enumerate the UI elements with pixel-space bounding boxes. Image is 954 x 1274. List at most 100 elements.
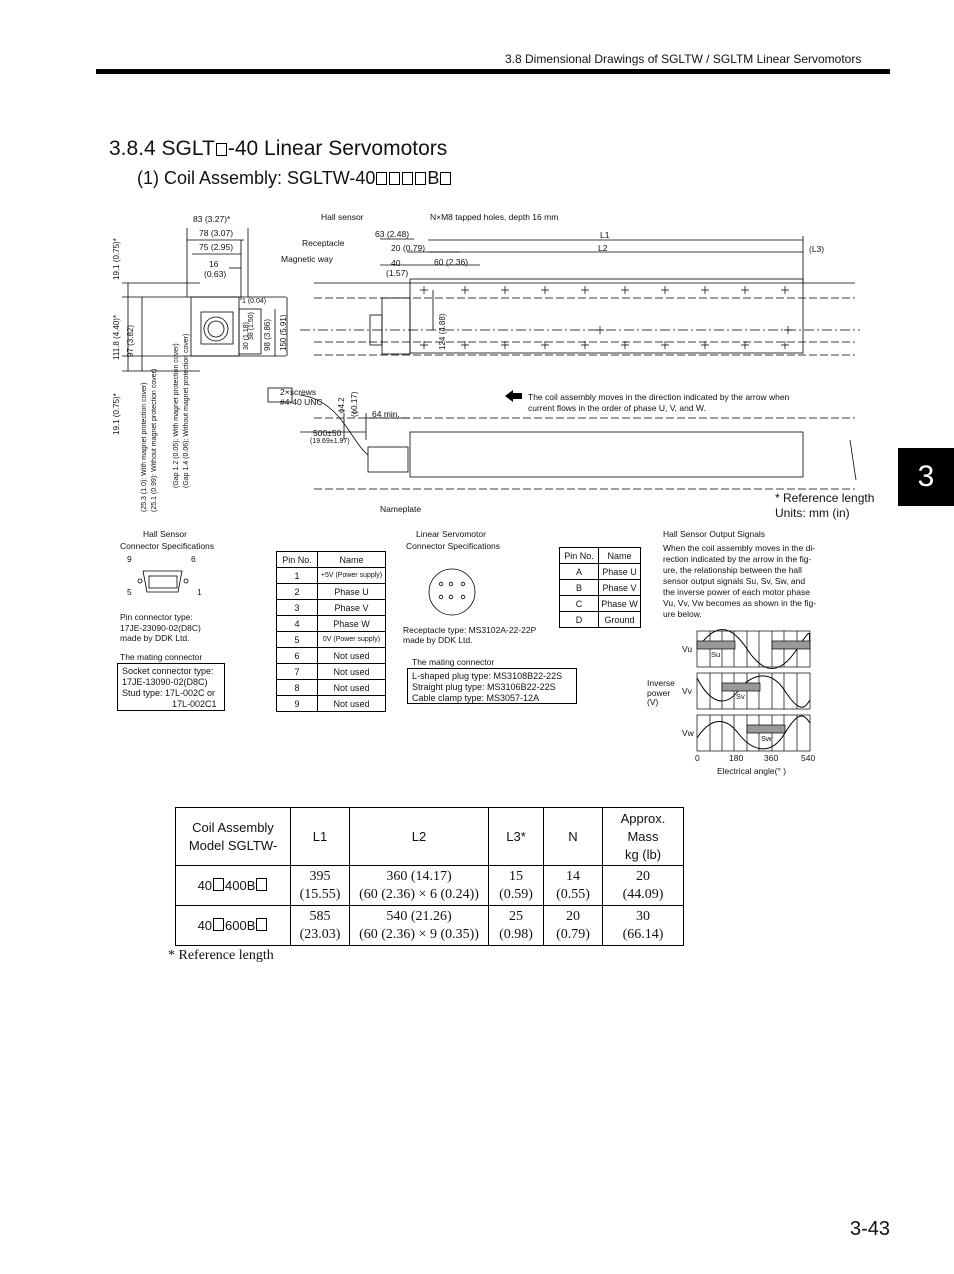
- table-footnote: * Reference length: [168, 948, 274, 963]
- dim-75: 75 (2.95): [199, 242, 234, 252]
- col-l3: L3*: [488, 807, 544, 866]
- dim-78: 78 (3.07): [199, 228, 234, 238]
- pin-connector-type-2: 17JE-23090-02(D8C): [120, 623, 201, 633]
- screws-label: 2×screws: [280, 387, 317, 397]
- dim-191-bot: 19.1 (0.75)*: [112, 393, 121, 435]
- dim-63: 63 (2.48): [375, 229, 410, 239]
- receptacle-label: Receptacle: [302, 238, 345, 248]
- inverse-label: Inverse: [647, 678, 675, 688]
- screws-label-2: #4-40 UNC: [280, 397, 323, 407]
- hall-connector-shape: [137, 570, 189, 593]
- dim-16b: (0.63): [204, 269, 227, 279]
- dim-30: 30 (1.18): [243, 321, 250, 350]
- header-rule: [96, 69, 890, 74]
- pin-connector-type: Pin connector type:: [120, 612, 193, 622]
- servo-connector-shape: [428, 568, 476, 616]
- gap-note-4: (Gap 1.4 (0.06): Without magnet protecti…: [183, 333, 190, 488]
- hall-mating-box: Socket connector type: 17JE-13090-02(D8C…: [117, 663, 225, 711]
- dim-124: 124 (4.88): [438, 313, 447, 350]
- sw-label: Sw: [761, 734, 772, 743]
- placeholder-box-icon: [402, 172, 414, 185]
- phi-label: ϕ4.2: [337, 397, 346, 413]
- angle-0: 0: [695, 753, 700, 763]
- dim-500: 500±50: [313, 428, 342, 438]
- col-l2: L2: [349, 807, 489, 866]
- dim-83: 83 (3.27)*: [193, 214, 231, 224]
- hall-connector-title-2: Connector Specifications: [120, 541, 215, 551]
- dim-60: 60 (2.36): [434, 257, 469, 267]
- dim-150: 150 (5.91): [279, 314, 288, 351]
- placeholder-box-icon: [415, 172, 427, 185]
- gap-note-1: (25.3 (1.0): With magnet protection cove…: [141, 382, 148, 512]
- gap-note-2: (25.1 (0.99): Without magnet protection …: [151, 368, 158, 512]
- gap-note-3: (Gap 1.2 (0.05): With magnet protection …: [173, 343, 180, 488]
- hall-connector-title: Hall Sensor: [143, 529, 187, 539]
- hall-sensor-label: Hall sensor: [321, 212, 364, 222]
- pin-5-label: 5: [127, 587, 132, 597]
- sv-label: Sv: [736, 692, 745, 701]
- pin-9-label: 9: [127, 554, 132, 564]
- col-n: N: [543, 807, 603, 866]
- su-label: Su: [711, 650, 721, 659]
- receptacle-type: Receptacle type: MS3102A-22-22P: [403, 625, 537, 635]
- dim-1: 1 (0.04): [242, 298, 267, 305]
- placeholder-box-icon: [215, 143, 227, 156]
- pin-connector-maker: made by DDK Ltd.: [120, 633, 190, 643]
- servo-mating-label: The mating connector: [412, 657, 495, 667]
- vv-label: Vv: [682, 686, 692, 696]
- angle-180: 180: [729, 753, 744, 763]
- dim-40: 40: [391, 258, 401, 268]
- pin-1-label: 1: [197, 587, 202, 597]
- hall-output-text: When the coil assembly moves in the di-r…: [663, 543, 817, 619]
- volt-label: (V): [647, 697, 659, 707]
- page-number: 3-43: [849, 1218, 890, 1240]
- phi-label-2: (ϕ0.17): [350, 391, 359, 417]
- dim-1118: 111.8 (4.40)*: [112, 314, 121, 360]
- servo-connector-title: Linear Servomotor: [416, 529, 486, 539]
- reference-length-note: * Reference length: [775, 491, 875, 505]
- servo-connector-title-2: Connector Specifications: [406, 541, 501, 551]
- hall-signal-waveforms: [696, 629, 811, 752]
- dim-191-top: 19.1 (0.75)*: [112, 238, 121, 280]
- tapped-holes-label: N×M8 tapped holes, depth 16 mm: [430, 212, 559, 222]
- dim-40b: (1.57): [386, 268, 409, 278]
- hall-mating-label: The mating connector: [120, 652, 203, 662]
- l3-label: (L3): [809, 244, 825, 254]
- hall-output-title: Hall Sensor Output Signals: [663, 529, 766, 539]
- arrow-note: The coil assembly moves in the direction…: [528, 392, 790, 402]
- nameplate-label: Nameplate: [380, 504, 422, 514]
- vu-label: Vu: [682, 644, 693, 654]
- angle-360: 360: [764, 753, 779, 763]
- magnetic-way-label: Magnetic way: [281, 254, 333, 264]
- angle-540: 540: [801, 753, 816, 763]
- electrical-angle-label: Electrical angle(° ): [717, 766, 787, 776]
- dim-97: 97 (3.82): [126, 324, 135, 357]
- dim-64: 64 min.: [372, 409, 400, 419]
- section-title: 3.8.4 SGLT-40 Linear Servomotors: [109, 137, 448, 160]
- chapter-tab: 3: [898, 448, 954, 506]
- vw-label: Vw: [682, 728, 694, 738]
- dim-20: 20 (0.79): [391, 243, 426, 253]
- placeholder-box-icon: [389, 172, 401, 185]
- l1-label: L1: [600, 230, 610, 240]
- col-l1: L1: [290, 807, 350, 866]
- running-header: 3.8 Dimensional Drawings of SGLTW / SGLT…: [505, 52, 862, 66]
- arrow-note-2: current flows in the order of phase U, V…: [528, 403, 706, 413]
- units-note: Units: mm (in): [775, 506, 850, 520]
- dim-98: 98 (3.86): [263, 318, 272, 351]
- receptacle-maker: made by DDK Ltd.: [403, 635, 473, 645]
- dim-16: 16: [209, 259, 219, 269]
- placeholder-box-icon: [376, 172, 388, 185]
- power-label: power: [647, 688, 671, 698]
- pin-6-label: 6: [191, 554, 196, 564]
- servo-mating-box: L-shaped plug type: MS3108B22-22S Straig…: [407, 668, 577, 704]
